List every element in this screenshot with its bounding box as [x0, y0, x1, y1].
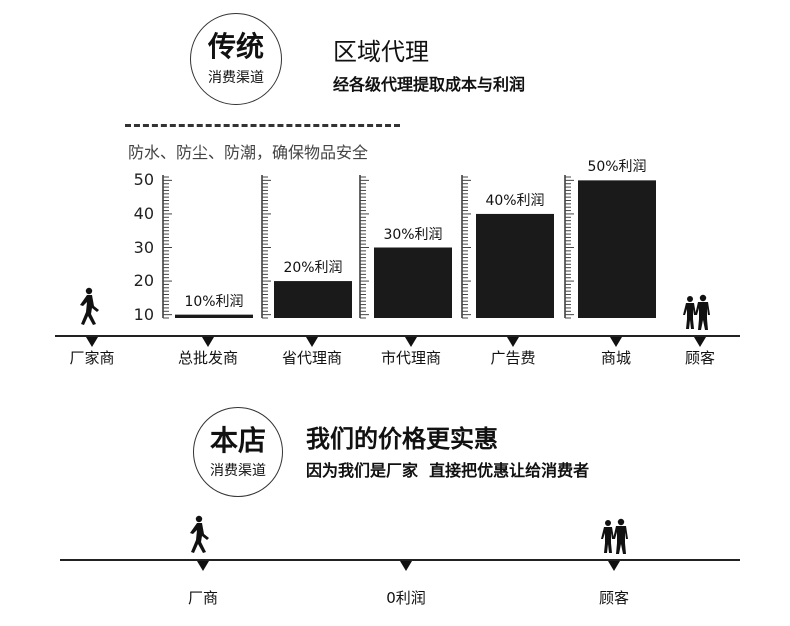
our-timeline-marker [608, 561, 620, 571]
our-timeline-marker [400, 561, 412, 571]
traditional-timeline-label: 顾客 [684, 349, 716, 367]
traditional-timeline-label: 商城 [600, 349, 632, 367]
traditional-timeline-line [55, 335, 740, 337]
traditional-subheading: 经各级代理提取成本与利润 [333, 75, 526, 94]
bar-data-label: 50%利润 [587, 159, 647, 176]
our-timeline-marker [197, 561, 209, 571]
our-store-badge: 本店 消费渠道 [193, 407, 283, 497]
protection-note: 防水、防尘、防潮，确保物品安全 [128, 143, 369, 162]
traditional-timeline-marker [507, 337, 519, 347]
traditional-timeline-label: 总批发商 [177, 349, 239, 367]
traditional-timeline-label: 省代理商 [281, 349, 343, 367]
traditional-timeline-marker [694, 337, 706, 347]
traditional-timeline-marker [306, 337, 318, 347]
customers-pair-icon [683, 294, 710, 330]
our-store-subheading: 因为我们是厂家 直接把优惠让给消费者 [306, 461, 590, 480]
walking-person-icon [190, 515, 209, 553]
our-timeline-line [60, 559, 740, 561]
traditional-badge-title: 传统 [207, 30, 264, 63]
our-store-badge-subtitle: 消费渠道 [210, 463, 266, 479]
traditional-timeline-label: 厂家商 [69, 349, 115, 367]
bar-data-label: 10%利润 [184, 293, 244, 310]
traditional-badge: 传统 消费渠道 [190, 13, 282, 105]
bar-5 [578, 180, 656, 318]
bar-4 [476, 213, 554, 318]
walking-person-icon [80, 287, 99, 325]
bar-2 [274, 281, 352, 318]
traditional-timeline-label: 市代理商 [380, 349, 442, 367]
y-tick-label: 50 [133, 170, 154, 190]
our-store-badge-title: 本店 [209, 424, 266, 457]
our-timeline-label: 厂商 [187, 589, 219, 607]
y-tick-label: 10 [133, 304, 154, 324]
traditional-heading: 区域代理 [333, 38, 429, 66]
customers-pair-icon [601, 518, 628, 554]
traditional-badge-subtitle: 消费渠道 [208, 70, 264, 86]
bar-data-label: 20%利润 [283, 260, 343, 277]
traditional-timeline-marker [610, 337, 622, 347]
our-store-heading: 我们的价格更实惠 [306, 425, 498, 453]
traditional-timeline-marker [202, 337, 214, 347]
our-timeline-label: 顾客 [598, 589, 630, 607]
bar-data-label: 30%利润 [383, 226, 443, 243]
dashed-divider [125, 124, 400, 127]
bar-1 [175, 314, 253, 318]
our-timeline-label: 0利润 [386, 589, 426, 607]
traditional-timeline-label: 广告费 [490, 349, 536, 367]
traditional-timeline-marker [405, 337, 417, 347]
y-tick-label: 20 [133, 271, 154, 291]
bar-3 [374, 247, 452, 318]
y-tick-label: 40 [133, 203, 154, 223]
bar-data-label: 40%利润 [485, 192, 545, 209]
y-tick-label: 30 [133, 237, 154, 257]
traditional-timeline-marker [86, 337, 98, 347]
